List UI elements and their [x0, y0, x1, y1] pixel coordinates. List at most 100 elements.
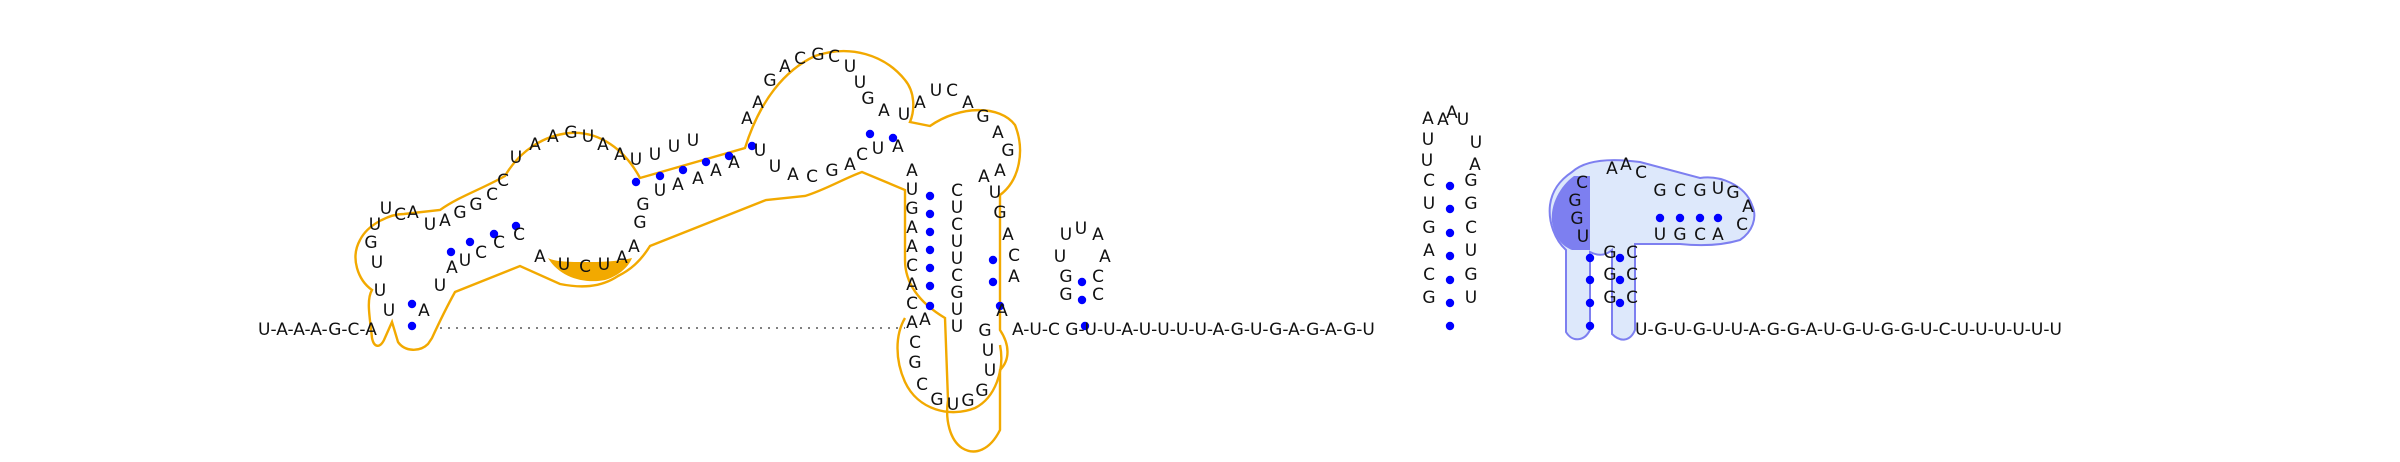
hairpin-3-nucleotide: G [1464, 171, 1477, 191]
loop-nucleotide: G [453, 203, 466, 223]
loop-nucleotide: G [825, 161, 838, 181]
loop-nucleotide: C [486, 185, 498, 205]
hairpin-3-nucleotide: A [1446, 103, 1458, 123]
loop-nucleotide: U [434, 276, 446, 296]
loop-nucleotide: A [534, 247, 546, 267]
blue-hairpin-nucleotide: G [1603, 288, 1616, 308]
blue-hairpin-nucleotide: G [1673, 225, 1686, 245]
loop-nucleotide: U [582, 127, 594, 147]
loop-nucleotide: A [616, 248, 628, 268]
stem-nucleotide: A [1002, 225, 1014, 245]
blue-hairpin-nucleotide: C [1576, 173, 1588, 193]
stem-nucleotide: A [906, 275, 918, 295]
blue-hairpin-nucleotide: G [1693, 181, 1706, 201]
hairpin-3-nucleotide: G [1464, 194, 1477, 214]
stem-nucleotide: C [906, 256, 918, 276]
orange-outline-bottom-loop [896, 317, 1003, 414]
stem-nucleotide: U [906, 180, 918, 200]
loop-nucleotide: A [614, 145, 626, 165]
hairpin-3-nucleotide: C [1423, 265, 1435, 285]
base-pair-dot [1585, 321, 1595, 331]
base-pair-dot [925, 281, 935, 291]
loop-nucleotide: A [672, 175, 684, 195]
hairpin-3-nucleotide: U [1457, 110, 1469, 130]
loop-nucleotide: C [946, 81, 958, 101]
hairpin-2-nucleotide: U [1060, 225, 1072, 245]
loop-nucleotide: C [794, 49, 806, 69]
blue-hairpin-nucleotide: C [1626, 243, 1638, 263]
base-pair-dot [1445, 204, 1455, 214]
base-pair-dot [1445, 298, 1455, 308]
stem-nucleotide: A [906, 218, 918, 238]
loop-nucleotide: C [828, 47, 840, 67]
base-pair-dot [1713, 213, 1723, 223]
base-pair-dot [1445, 181, 1455, 191]
blue-hairpin-nucleotide: G [1570, 209, 1583, 229]
hairpin-2-nucleotide: C [1092, 285, 1104, 305]
hairpin-3-nucleotide: U [1465, 288, 1477, 308]
loop-nucleotide: U [369, 215, 381, 235]
loop-nucleotide: A [692, 169, 704, 189]
base-pair-dot [631, 177, 641, 187]
blue-hairpin-nucleotide: G [1653, 181, 1666, 201]
loop-nucleotide: C [497, 171, 509, 191]
base-pair-dot [489, 229, 499, 239]
loop-nucleotide: U [383, 301, 395, 321]
right-tail-sequence: U-G-U-G-U-U-A-G-G-A-U-G-U-G-G-U-C-U-U-U-… [1635, 320, 2062, 340]
blue-hairpin-nucleotide: C [1635, 163, 1647, 183]
stem-nucleotide: U [951, 300, 963, 320]
hairpin-3-nucleotide: G [1422, 218, 1435, 238]
hairpin-2-nucleotide: G [1059, 267, 1072, 287]
loop-nucleotide: G [861, 89, 874, 109]
base-pair-dot [925, 263, 935, 273]
hairpin-2-nucleotide: C [1092, 267, 1104, 287]
loop-nucleotide: U [984, 361, 996, 381]
base-pair-dot [1077, 277, 1087, 287]
base-pair-dot [925, 191, 935, 201]
orange-highlight-domain [354, 49, 1022, 453]
loop-nucleotide: U [510, 148, 522, 168]
loop-nucleotide: A [892, 137, 904, 157]
loop-nucleotide: U [649, 145, 661, 165]
base-pair-dot [1615, 298, 1625, 308]
loop-nucleotide: G [978, 321, 991, 341]
base-pair-dot [1080, 321, 1090, 331]
loop-nucleotide: A [439, 211, 451, 231]
hairpin-3-nucleotide: G [1422, 288, 1435, 308]
loop-nucleotide: G [961, 391, 974, 411]
blue-hairpin-nucleotide: C [1626, 265, 1638, 285]
blue-hairpin-nucleotide: U [1654, 225, 1666, 245]
hairpin-3-nucleotide: A [1469, 155, 1481, 175]
left-tail-sequence: U-A-A-A-G-C-A [258, 320, 377, 340]
base-pair-dot [1445, 228, 1455, 238]
blue-hairpin-nucleotide: U [1712, 179, 1724, 199]
base-pair-dot [1585, 298, 1595, 308]
stem-nucleotide: U [951, 317, 963, 337]
hairpin-3-nucleotide: U [1470, 133, 1482, 153]
stem-nucleotide: A [906, 161, 918, 181]
stem-nucleotide: A [906, 237, 918, 257]
blue-hairpin-nucleotide: A [1620, 155, 1632, 175]
loop-nucleotide: U [989, 183, 1001, 203]
base-pair-dot [888, 133, 898, 143]
base-pair-dot [1585, 253, 1595, 263]
loop-nucleotide: U [687, 131, 699, 151]
blue-hairpin-nucleotide: G [1603, 265, 1616, 285]
loop-nucleotide: A [992, 123, 1004, 143]
loop-nucleotide: C [513, 225, 525, 245]
blue-hairpin-nucleotide: G [1603, 243, 1616, 263]
loop-nucleotide: U [424, 215, 436, 235]
loop-nucleotide: A [597, 135, 609, 155]
stem-nucleotide: U [951, 249, 963, 269]
hairpin-3-nucleotide: U [1421, 151, 1433, 171]
base-pair-dot [678, 165, 688, 175]
loop-nucleotide: C [856, 145, 868, 165]
hairpin-3-nucleotide: A [1437, 110, 1449, 130]
loop-nucleotide: U [898, 105, 910, 125]
base-pair-dot [1445, 251, 1455, 261]
loop-nucleotide: G [636, 195, 649, 215]
loop-nucleotide: A [878, 101, 890, 121]
base-pair-dot [407, 321, 417, 331]
